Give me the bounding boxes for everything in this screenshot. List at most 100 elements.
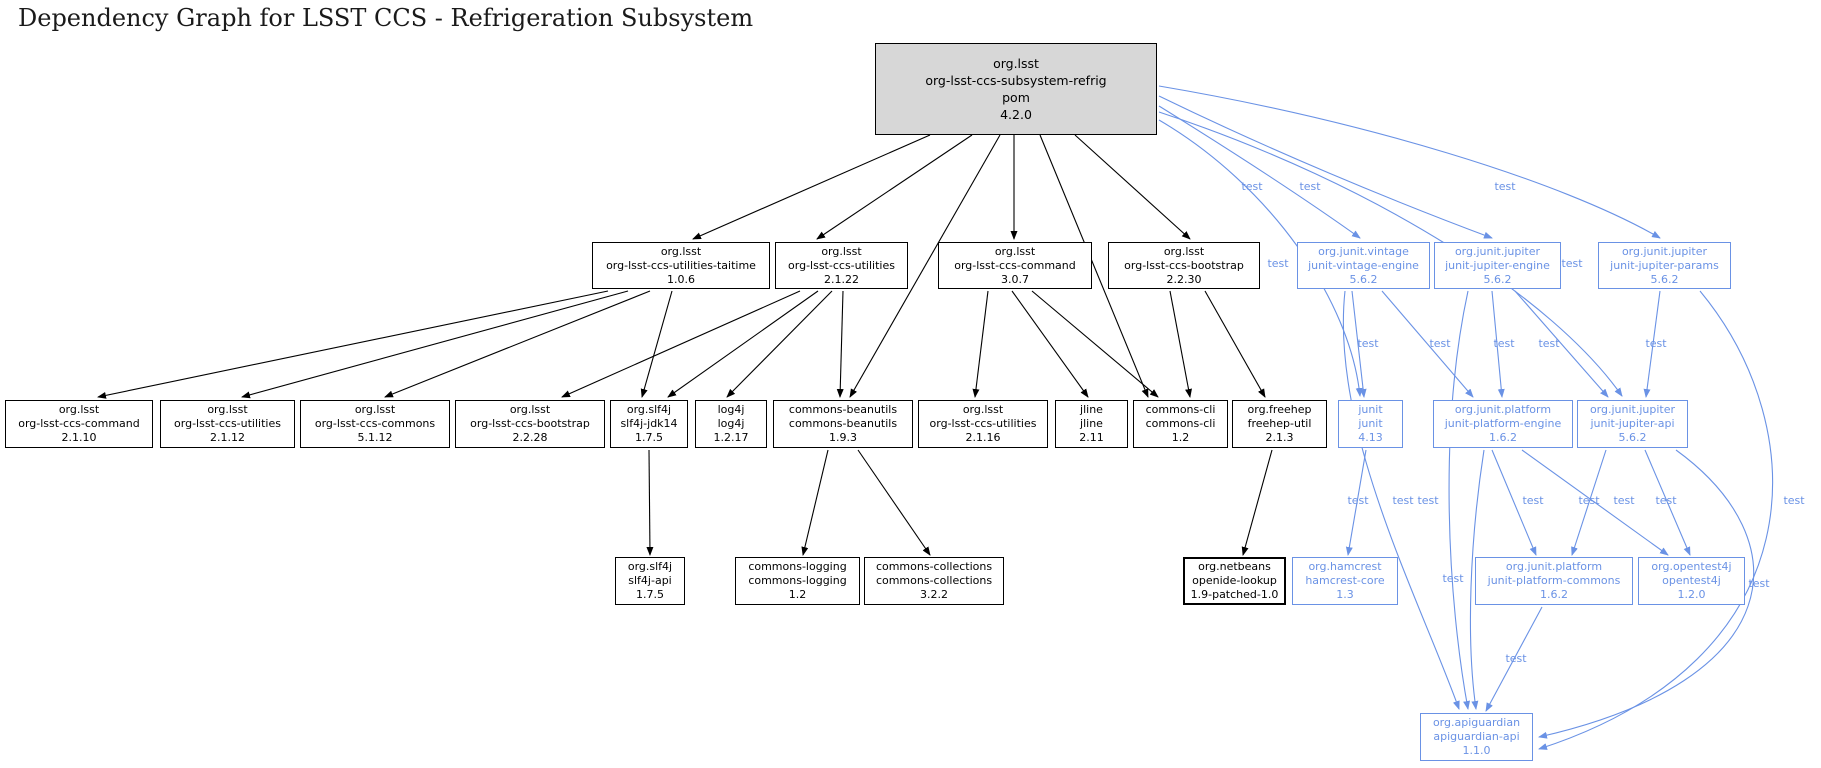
node-label-line: org-lsst-ccs-commons [314, 417, 436, 430]
node-label-line: 2.1.16 [965, 431, 1001, 444]
edge-label-test: test [1267, 257, 1289, 270]
edge-refrig-pom-to-utilities-2122 [816, 134, 973, 240]
edge-label-test: test [1578, 494, 1600, 507]
node-label-line: 1.7.5 [635, 431, 663, 444]
node-label-line: junit-jupiter-engine [1445, 258, 1550, 272]
node-label-line: log4j [717, 417, 745, 430]
node-label-line: 5.6.2 [1650, 272, 1679, 286]
node-label-line: 1.2 [1171, 431, 1190, 444]
node-label-line: 2.1.3 [1265, 431, 1294, 444]
node-label-line: jline [1080, 403, 1103, 416]
node-label-line: junit-platform-engine [1444, 417, 1562, 430]
edge-label-test: test [1783, 494, 1805, 507]
node-label-line: 1.3 [1336, 588, 1354, 601]
node-label-line: 1.2.17 [713, 431, 749, 444]
edge-junit-jupiter-engine-to-junit-jupiter-api [1514, 290, 1609, 398]
node-label-line: org.lsst [354, 403, 396, 416]
node-label-line: org.junit.platform [1454, 403, 1552, 416]
edge-label-test: test [1347, 494, 1369, 507]
node-label-line: org-lsst-ccs-command [954, 258, 1076, 272]
node-label-line: org.lsst [994, 244, 1036, 258]
node-label-line: 5.6.2 [1483, 272, 1512, 286]
node-label-line: org.lsst [660, 244, 702, 258]
node-label-line: org-lsst-ccs-bootstrap [470, 417, 590, 430]
edge-utilities-taitime-to-commons-5112 [384, 290, 651, 398]
node-label-line: 1.0.6 [667, 272, 695, 286]
edge-label-test: test [1299, 180, 1321, 193]
edge-junit-jupiter-params-to-apiguardian-api [1538, 290, 1773, 750]
node-label-line: org.opentest4j [1651, 560, 1732, 573]
node-label-line: openide-lookup [1192, 574, 1277, 587]
edge-junit-413-to-hamcrest-core [1345, 449, 1367, 556]
node-label-line: 1.1.0 [1462, 744, 1491, 757]
edge-label-test: test [1613, 494, 1635, 507]
edge-junit-jupiter-engine-to-apiguardian-api [1448, 290, 1471, 710]
node-label-line: org.lsst [821, 244, 862, 258]
edge-label-test: test [1748, 577, 1770, 590]
node-label-line: org.lsst [962, 403, 1004, 416]
edge-command-307-to-jline [1011, 290, 1089, 398]
node-label-line: slf4j-api [628, 574, 672, 587]
edge-utilities-taitime-to-command-2110 [97, 290, 609, 399]
node-label-line: apiguardian-api [1433, 730, 1520, 743]
graph-title: Dependency Graph for LSST CCS - Refriger… [18, 4, 754, 32]
node-label-line: org-lsst-ccs-utilities [929, 417, 1037, 430]
edge-utilities-2122-to-log4j [726, 290, 833, 398]
node-label-line: 2.1.22 [824, 272, 859, 286]
node-label-line: org.junit.jupiter [1589, 403, 1676, 416]
node-label-line: 4.13 [1358, 431, 1383, 444]
edge-commons-beanutils-to-commons-collections [857, 449, 931, 556]
edge-refrig-pom-to-bootstrap-2230 [1074, 134, 1191, 240]
edge-label-test: test [1522, 494, 1544, 507]
edge-junit-vintage-engine-to-apiguardian-api [1342, 290, 1460, 710]
node-label-line: org.lsst [1163, 244, 1205, 258]
node-label-line: 5.1.12 [357, 431, 393, 444]
node-label-line: org.junit.jupiter [1621, 244, 1708, 258]
edge-label-test: test [1442, 572, 1464, 585]
node-label-line: junit [1358, 417, 1383, 430]
node-label-line: org.slf4j [627, 560, 673, 573]
node-label-line: commons-cli [1145, 403, 1216, 416]
edge-label-test: test [1494, 180, 1516, 193]
node-label-line: 4.2.0 [1000, 107, 1032, 122]
node-label-line: junit [1358, 403, 1383, 416]
edge-label-test: test [1655, 494, 1677, 507]
edge-junit-jupiter-api-to-opentest4j [1644, 449, 1691, 556]
node-label-line: commons-logging [748, 574, 847, 587]
node-label-line: opentest4j [1662, 574, 1721, 587]
edge-bootstrap-2230-to-freehep-util [1204, 290, 1266, 398]
node-label-line: org.netbeans [1198, 560, 1271, 573]
node-label-line: 1.6.2 [1489, 431, 1517, 444]
edge-junit-jupiter-api-to-junit-platform-commons [1571, 449, 1607, 556]
node-label-line: org-lsst-ccs-utilities [174, 417, 281, 430]
node-label-line: 5.6.2 [1618, 431, 1647, 444]
node-label-line: commons-beanutils [788, 417, 898, 430]
edge-junit-platform-commons-to-apiguardian-api [1485, 606, 1543, 712]
node-label-line: 2.1.12 [210, 431, 245, 444]
edge-junit-platform-engine-to-junit-platform-commons [1491, 449, 1537, 556]
node-label-line: 1.2 [788, 588, 807, 601]
edge-junit-jupiter-engine-to-junit-platform-engine [1491, 290, 1505, 398]
node-label-line: org-lsst-ccs-bootstrap [1124, 258, 1244, 272]
node-label-line: org.lsst [509, 403, 551, 416]
edge-label-test: test [1505, 652, 1527, 665]
edge-slf4j-jdk14-to-slf4j-api [646, 449, 654, 556]
node-label-line: 2.11 [1079, 431, 1104, 444]
node-label-line: org.lsst [207, 403, 248, 416]
